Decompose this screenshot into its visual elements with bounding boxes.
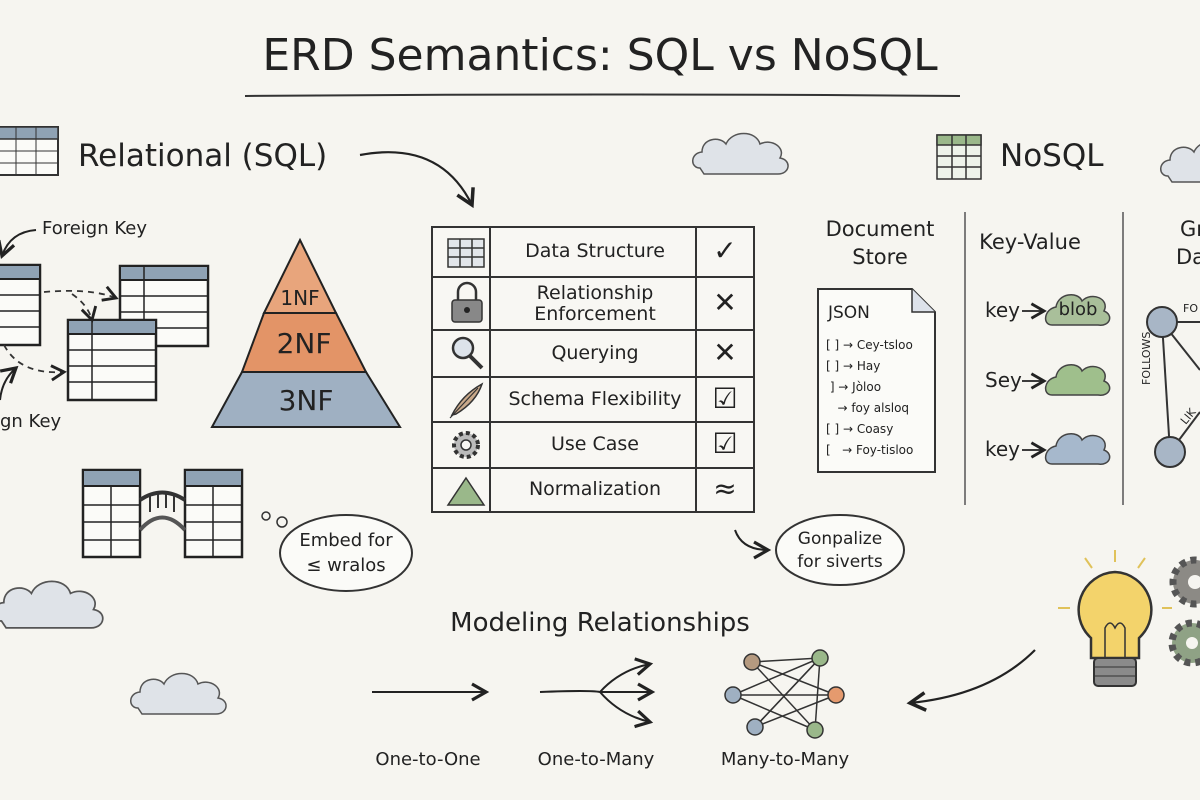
graph-heading-2: Dat [1176, 245, 1200, 269]
comparison-table-frame [431, 226, 755, 513]
graph-edge-label-follows: FOLLOWS [1140, 331, 1153, 385]
comparison-row-mark: ✕ [713, 335, 737, 369]
pyramid-icon [446, 476, 486, 506]
network-node [743, 653, 761, 671]
title-underline [244, 93, 961, 97]
network-edge [732, 657, 821, 696]
arrow-to-comparison [359, 151, 475, 209]
thought-bubble-line-2: ≤ wralos [306, 555, 386, 576]
table-icon-relational [0, 126, 59, 176]
normalization-pyramid [210, 237, 402, 428]
comparison-row-label: Relationship Enforcement [534, 281, 656, 325]
kv-value-cloud [1044, 364, 1111, 396]
comparison-row-label: Use Case [550, 433, 640, 455]
json-line: [ → Foy-tisloo [826, 443, 914, 457]
label-one-to-many: One-to-Many [537, 749, 655, 770]
magnifier-icon [451, 336, 484, 370]
pyramid-3nf: 3NF [278, 384, 334, 417]
bubble-generalize [775, 514, 905, 586]
network-node [811, 649, 829, 667]
arrow-from-bulb [906, 649, 1036, 712]
json-line: ] → Jòloo [826, 380, 882, 394]
cloud-top-center [691, 132, 789, 175]
comparison-row-mark: ☑ [712, 427, 738, 460]
kv-value: blob [1058, 299, 1098, 320]
comparison-row-mark: ≈ [713, 472, 737, 505]
one-to-many-arrows [539, 657, 656, 729]
network-edge [754, 694, 837, 728]
graph-edge-label-top: FO [1183, 302, 1198, 315]
network-node [724, 686, 742, 704]
nosql-heading: NoSQL [1000, 138, 1104, 174]
comparison-row-mark: ✕ [713, 285, 737, 319]
key-value-heading: Key-Value [979, 230, 1081, 254]
relational-heading: Relational (SQL) [78, 138, 328, 174]
many-to-many-network [724, 649, 845, 739]
json-line: [ ] → Hay [826, 359, 881, 373]
network-edge [814, 657, 821, 731]
network-node [827, 686, 845, 704]
kv-key: Sey [985, 368, 1022, 392]
json-title: JSON [828, 303, 870, 323]
network-edge [754, 657, 821, 728]
foreign-key-label: Foreign Key [42, 218, 147, 239]
comparison-row-mark: ✓ [713, 234, 737, 267]
document-store-heading-1: Document [825, 217, 935, 241]
cloud-left [0, 580, 104, 629]
thought-bubble-embed [279, 514, 413, 592]
kv-value-cloud [1044, 294, 1111, 326]
page-title: ERD Semantics: SQL vs NoSQL [262, 30, 938, 81]
bubble-line-2: for siverts [797, 552, 883, 572]
comparison-row-label: Querying [551, 341, 639, 364]
cloud-top-right [1159, 140, 1200, 183]
cloud-bottom-left [129, 672, 227, 715]
json-line: [ ] → Cey-tsloo [826, 338, 913, 352]
table-icon-nosql [936, 134, 982, 180]
comparison-row-mark: ☑ [712, 381, 738, 415]
json-line: [ ] → Coasy [826, 422, 894, 436]
label-many-to-many: Many-to-Many [720, 749, 850, 770]
json-document [817, 288, 936, 473]
pyramid-2nf: 2NF [276, 327, 332, 360]
thought-bubble-line-1: Embed for [299, 530, 393, 551]
comparison-row-label: Normalization [528, 478, 662, 500]
comparison-row-label: Schema Flexibility [508, 387, 682, 410]
network-node [746, 718, 764, 736]
kv-key: key [985, 437, 1021, 461]
network-edge [732, 694, 816, 731]
lock-icon [451, 281, 483, 323]
erd-table-1 [0, 263, 42, 347]
bubble-line-1: Gonpalize [797, 529, 883, 549]
kv-value-cloud [1044, 433, 1111, 465]
network-edge [751, 661, 837, 696]
erd-table-3 [66, 318, 158, 402]
bridge-tables [81, 468, 244, 559]
network-node [806, 721, 824, 739]
graph-diagram [1146, 306, 1200, 468]
feather-icon [449, 382, 484, 419]
pyramid-1nf: 1NF [280, 286, 320, 310]
graph-heading-1: Gr [1180, 217, 1200, 241]
lightbulb-icon [1058, 550, 1172, 687]
kv-key: key [985, 298, 1021, 322]
grid-icon [447, 238, 485, 268]
label-one-to-one: One-to-One [375, 749, 481, 770]
comparison-row-label: Data Structure [525, 240, 665, 262]
modeling-heading: Modeling Relationships [450, 608, 750, 638]
foreign-key-label-bottom: gn Key [0, 411, 62, 432]
network-edge [751, 657, 821, 663]
json-line: → foy alsloq [826, 401, 910, 415]
document-store-heading-2: Store [852, 245, 908, 269]
gear-icons [1168, 556, 1200, 667]
gear-icon [452, 431, 480, 459]
